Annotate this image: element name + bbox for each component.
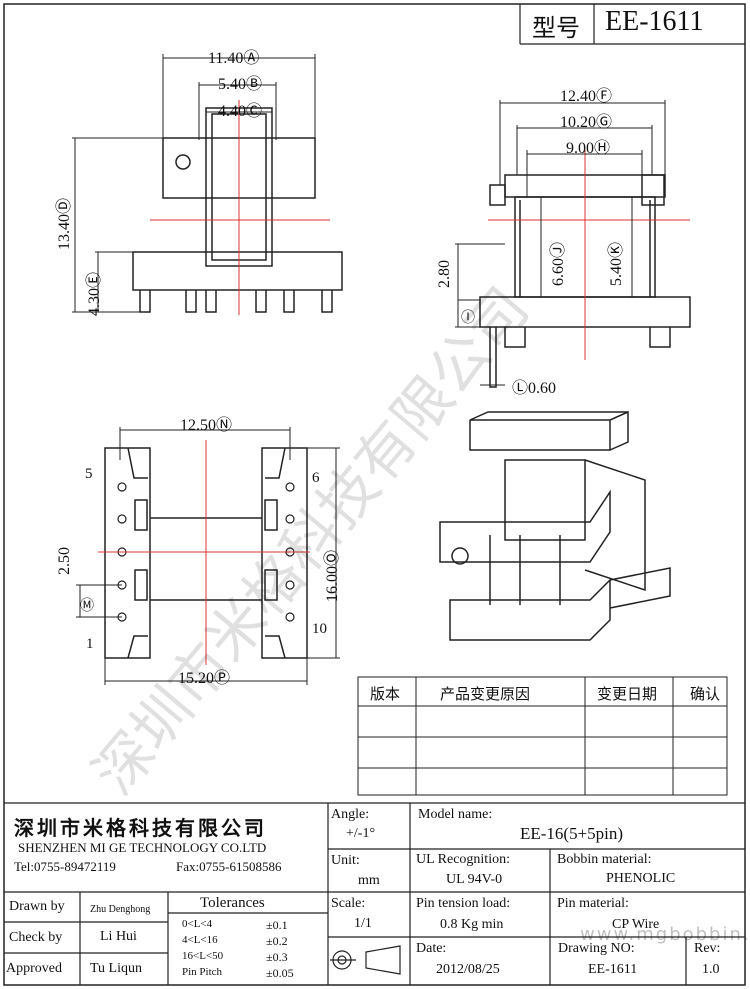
- dim-D: 13.40Ⓓ: [56, 197, 73, 250]
- dim-L: Ⓛ0.60: [512, 380, 557, 397]
- tension-value: 0.8 Kg min: [440, 917, 504, 932]
- company-name-en: SHENZHEN MI GE TECHNOLOGY CO.LTD: [18, 840, 267, 855]
- tol-value-3: ±0.3: [266, 950, 288, 964]
- tol-range-1: 0<L<4: [182, 918, 213, 930]
- pin-label-10: 10: [312, 621, 327, 637]
- drawn-by-name: Zhu Denghong: [90, 904, 151, 915]
- dim-B: 5.40Ⓑ: [218, 76, 263, 93]
- bobbin-value: PHENOLIC: [606, 871, 676, 886]
- dim-N: 12.50Ⓝ: [180, 417, 233, 434]
- dim-K: 5.40Ⓚ: [608, 241, 625, 286]
- dim-F: 12.40Ⓕ: [560, 88, 613, 105]
- dim-O: 16.00Ⓞ: [324, 549, 341, 602]
- model-name-label: Model name:: [418, 807, 493, 822]
- pin-label-5: 5: [85, 466, 93, 482]
- dim-M-mark: Ⓜ: [80, 599, 94, 614]
- angle-value: +/-1°: [346, 826, 376, 841]
- scale-label: Scale:: [331, 896, 366, 911]
- dim-I-height: 2.80: [436, 260, 453, 288]
- tol-range-2: 4<L<16: [182, 934, 218, 946]
- bottom-view: [104, 447, 308, 659]
- watermark-url: www.mgbobbin.com: [580, 924, 750, 945]
- tolerances-title: Tolerances: [200, 895, 265, 911]
- tension-label: Pin tension load:: [416, 896, 511, 911]
- approved-name: Tu Liqun: [90, 961, 143, 976]
- drawing-no-label: Drawing NO:: [558, 941, 635, 956]
- tol-value-2: ±0.2: [266, 934, 288, 948]
- date-label: Date:: [416, 941, 447, 956]
- rev-header-version: 版本: [370, 685, 401, 703]
- dim-E: 4.30Ⓔ: [86, 271, 103, 316]
- front-view: [132, 107, 343, 313]
- company-name-cn: 深圳市米格科技有限公司: [14, 816, 267, 840]
- check-by-label: Check by: [9, 930, 63, 945]
- company-tel: Tel:0755-89472119: [14, 859, 116, 874]
- dim-P: 15.20Ⓟ: [178, 670, 231, 687]
- dim-I-mark: Ⓘ: [461, 311, 475, 326]
- angle-label: Angle:: [331, 807, 370, 822]
- drawn-by-label: Drawn by: [9, 899, 65, 914]
- dim-H: 9.00Ⓗ: [566, 140, 611, 157]
- pin-material-value: CP Wire: [612, 917, 660, 932]
- tol-range-3: 16<L<50: [182, 950, 224, 962]
- pin-label-1: 1: [86, 636, 94, 652]
- dim-G: 10.20Ⓖ: [560, 114, 613, 131]
- scale-value: 1/1: [354, 916, 372, 931]
- ul-label: UL Recognition:: [416, 852, 510, 867]
- check-by-name: Li Hui: [100, 929, 137, 944]
- rev-value: 1.0: [702, 962, 720, 977]
- approved-label: Approved: [6, 961, 62, 976]
- tol-value-1: ±0.1: [266, 918, 288, 932]
- rev-header-date: 变更日期: [597, 685, 658, 703]
- dim-C: 4.40Ⓒ: [218, 103, 263, 120]
- dim-J: 6.60Ⓙ: [550, 241, 567, 286]
- rev-header-confirm: 确认: [690, 685, 721, 703]
- pin-label-6: 6: [312, 470, 320, 486]
- title-block-grid: [4, 4, 745, 985]
- rev-label: Rev:: [694, 941, 721, 956]
- tol-range-4: Pin Pitch: [182, 966, 223, 978]
- ul-value: UL 94V-0: [446, 872, 503, 887]
- unit-value: mm: [358, 873, 380, 888]
- company-fax: Fax:0755-61508586: [176, 859, 282, 874]
- dim-M: 2.50: [56, 547, 73, 575]
- model-name-value: EE-16(5+5pin): [520, 824, 624, 843]
- unit-label: Unit:: [331, 853, 360, 868]
- rev-header-reason: 产品变更原因: [440, 685, 531, 703]
- pin-material-label: Pin material:: [557, 896, 629, 911]
- type-label: 型号: [532, 14, 580, 42]
- tol-value-4: ±0.05: [266, 966, 294, 980]
- model-code: EE-1611: [605, 6, 704, 37]
- drawing-no-value: EE-1611: [588, 962, 638, 977]
- drawing-frame: [3, 3, 746, 986]
- bobbin-label: Bobbin material:: [557, 852, 652, 867]
- dim-A: 11.40Ⓐ: [208, 50, 260, 67]
- date-value: 2012/08/25: [436, 962, 500, 977]
- revision-grid: [357, 676, 728, 796]
- isometric-view: [439, 410, 671, 641]
